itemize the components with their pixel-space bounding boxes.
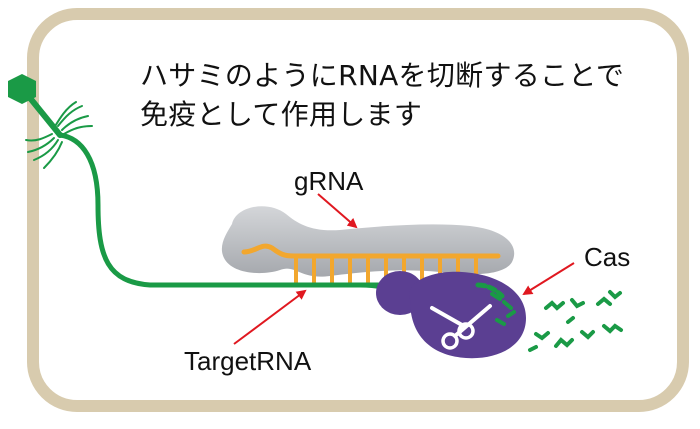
- cas-label: Cas: [584, 242, 631, 272]
- target-rna-entering-cas: [475, 282, 505, 299]
- target-rna-label: TargetRNA: [184, 346, 312, 376]
- degraded-rna-fragments: [528, 290, 623, 352]
- cas-pointer-arrow: [522, 262, 575, 296]
- description-line-1: ハサミのようにRNAを切断することで: [140, 59, 625, 92]
- scissors-icon: [430, 304, 492, 350]
- description-text: ハサミのようにRNAを切断することで 免疫として作用します: [140, 56, 680, 134]
- target-rna-pointer-arrow: [233, 289, 307, 345]
- cut-rna-marks: [490, 292, 516, 326]
- bacteriophage-icon: [8, 74, 93, 169]
- grna-strand: [241, 243, 501, 259]
- description-line-2: 免疫として作用します: [140, 98, 423, 131]
- grna-label: gRNA: [294, 166, 364, 196]
- grna-pointer-arrow: [317, 193, 358, 229]
